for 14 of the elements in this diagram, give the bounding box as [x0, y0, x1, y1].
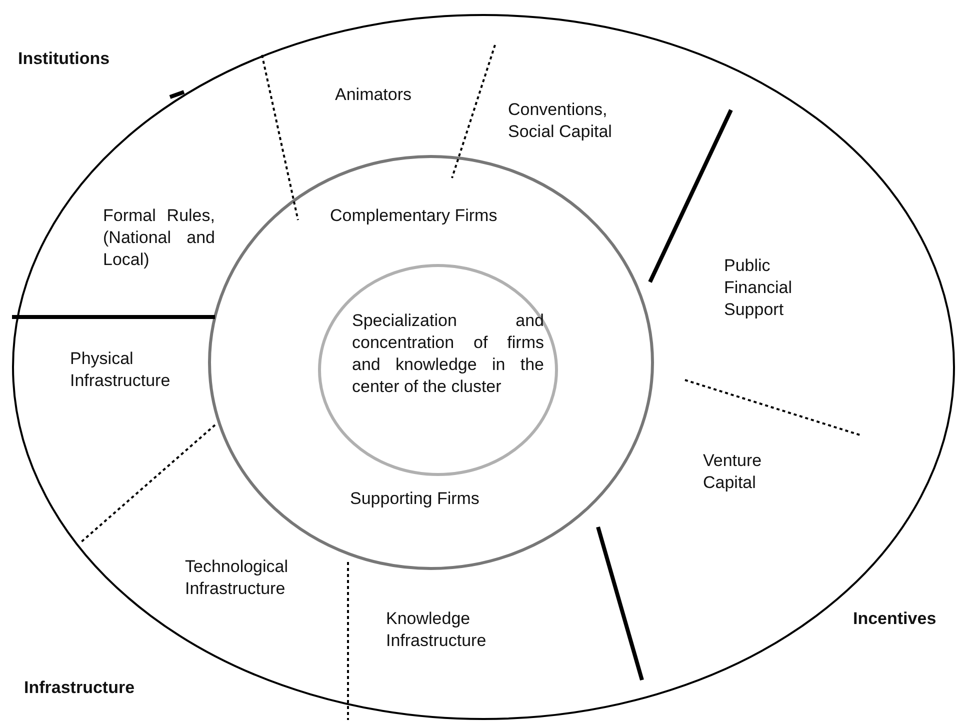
sector-label: Physical Infrastructure	[70, 348, 200, 396]
sector-label: Formal Rules, (National and Local)	[103, 205, 215, 297]
sector-label: Knowledge Infrastructure	[386, 608, 516, 656]
sector-label: Conventions, Social Capital	[508, 99, 643, 147]
ring-label: Complementary Firms	[330, 205, 498, 227]
sector-label: Venture Capital	[703, 450, 783, 498]
section-label: Infrastructure	[24, 677, 135, 699]
sector-label: Technological Infrastructure	[185, 556, 315, 604]
sector-label: Public Financial Support	[724, 255, 819, 325]
section-label: Institutions	[18, 48, 110, 70]
core-label: Specialization and concentration of firms and knowledge in the center of the cluster	[352, 310, 544, 398]
ring-label: Supporting Firms	[350, 488, 480, 510]
section-label: Incentives	[853, 608, 936, 630]
sector-label: Animators	[335, 84, 435, 108]
